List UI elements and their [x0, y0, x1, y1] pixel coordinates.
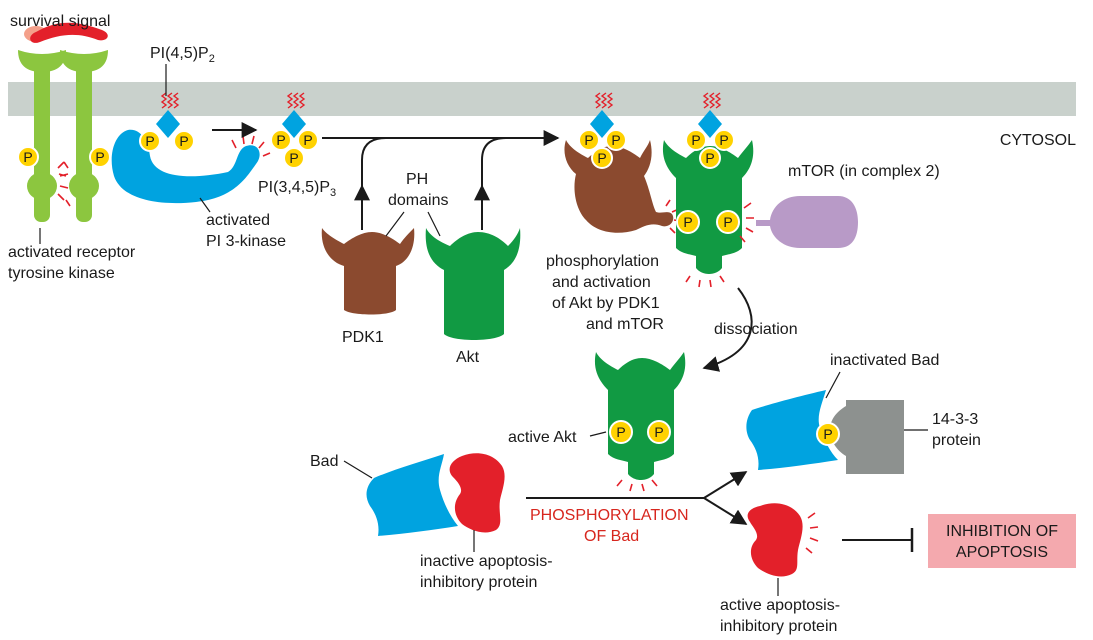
svg-text:P: P	[616, 424, 625, 440]
akt-label: Akt	[456, 349, 480, 366]
svg-text:P: P	[179, 133, 188, 149]
inactive-inhibitor-label-1: inactive apoptosis-	[420, 553, 553, 570]
akt-complex-sparks	[685, 202, 754, 288]
phosphorylation-of-label: PHOSPHORYLATION	[530, 507, 689, 524]
svg-text:P: P	[611, 132, 620, 148]
receptor-activity-sparks	[57, 161, 71, 207]
bad-protein	[366, 454, 458, 536]
active-akt-phosphates: P P	[609, 420, 671, 444]
bound-pdk1-protein	[564, 140, 674, 233]
svg-text:P: P	[303, 132, 312, 148]
bound-akt-protein	[662, 140, 754, 274]
of-bad-label: OF Bad	[584, 528, 639, 545]
active-inhibitor-label-2: inhibitory protein	[720, 618, 837, 635]
ph-label: PH	[406, 171, 428, 188]
pi45p2-lipid: P P	[139, 92, 195, 152]
pi3k-activity-sparks	[231, 135, 271, 157]
mtor-protein	[756, 196, 858, 248]
inactivated-bad-protein	[746, 390, 838, 470]
protein-14-3-3	[830, 400, 904, 474]
pdk1-label: PDK1	[342, 329, 384, 346]
svg-text:P: P	[289, 150, 298, 166]
svg-text:P: P	[597, 150, 606, 166]
phosphorylation-label-3: of Akt by PDK1	[552, 295, 660, 312]
domains-label: domains	[388, 192, 448, 209]
svg-text:P: P	[23, 149, 32, 165]
receptor-phosphate-right: P	[89, 146, 111, 168]
activated-receptor-label: activated receptor	[8, 244, 136, 261]
akt-activation-phosphates: P P	[676, 210, 740, 234]
survival-signal	[24, 22, 108, 43]
pdk1-activity-sparks	[665, 199, 682, 234]
svg-text:P: P	[691, 132, 700, 148]
pip3-label: PI(3,4,5)P3	[258, 179, 336, 199]
inhibition-box	[928, 514, 1076, 568]
akt-protein	[425, 228, 521, 340]
svg-text:P: P	[584, 132, 593, 148]
active-inhibitor-label-1: active apoptosis-	[720, 597, 840, 614]
dissociation-arrow	[702, 287, 753, 372]
pi3-kinase	[111, 129, 260, 204]
phosphorylation-label-4: and mTOR	[586, 316, 664, 333]
mtor-label: mTOR (in complex 2)	[788, 163, 940, 180]
svg-text:P: P	[95, 149, 104, 165]
inhibition-label-2: APOPTOSIS	[956, 544, 1048, 561]
cytosol-label: CYTOSOL	[1000, 132, 1076, 149]
pip3-lipid-on-pdk1	[590, 92, 614, 138]
tyrosine-kinase-label: tyrosine kinase	[8, 265, 115, 282]
inhibition-label-1: INHIBITION OF	[946, 523, 1058, 540]
svg-text:P: P	[145, 133, 154, 149]
inactivated-bad-label: inactivated Bad	[830, 352, 939, 369]
active-inhibitor-protein	[747, 503, 803, 577]
pi3-kinase-label: PI 3-kinase	[206, 233, 286, 250]
akt-pip3-phosphates: P P P	[685, 129, 735, 169]
svg-text:P: P	[705, 150, 714, 166]
fork-up-arrow	[703, 471, 748, 499]
phosphorylation-label-1: phosphorylation	[546, 253, 659, 270]
inactive-inhibitor-label-2: inhibitory protein	[420, 574, 537, 591]
bad-phosphate: P	[816, 422, 840, 446]
pdk1-pip3-phosphates: P P P	[578, 129, 627, 169]
plasma-membrane	[8, 82, 1076, 116]
pdk1-protein	[321, 228, 415, 315]
protein-14-3-3-label-2: protein	[932, 432, 981, 449]
pip3-lipid: P P P	[270, 92, 319, 169]
svg-text:P: P	[654, 424, 663, 440]
activated-label: activated	[206, 212, 270, 229]
active-akt-sparks	[616, 479, 658, 492]
pip3-lipid-on-akt	[698, 92, 722, 138]
svg-text:P: P	[723, 214, 732, 230]
bad-label: Bad	[310, 453, 338, 470]
active-akt-protein	[594, 352, 686, 480]
akt-recruit-arrow	[481, 137, 507, 230]
pdk1-recruit-arrow	[361, 137, 387, 230]
activated-receptor	[18, 50, 108, 222]
inactive-inhibitor-protein	[449, 453, 505, 533]
active-inhibitor-sparks	[805, 512, 819, 554]
active-akt-label: active Akt	[508, 429, 577, 446]
receptor-phosphate-left: P	[17, 146, 39, 168]
pi45p2-label: PI(4,5)P2	[150, 45, 215, 65]
svg-text:P: P	[823, 426, 832, 442]
fork-down-arrow	[703, 497, 748, 525]
svg-text:P: P	[719, 132, 728, 148]
svg-text:P: P	[683, 214, 692, 230]
protein-14-3-3-label-1: 14-3-3	[932, 411, 978, 428]
dissociation-label: dissociation	[714, 321, 798, 338]
svg-text:P: P	[276, 132, 285, 148]
survival-signal-label: survival signal	[10, 13, 110, 30]
phosphorylation-label-2: and activation	[552, 274, 651, 291]
